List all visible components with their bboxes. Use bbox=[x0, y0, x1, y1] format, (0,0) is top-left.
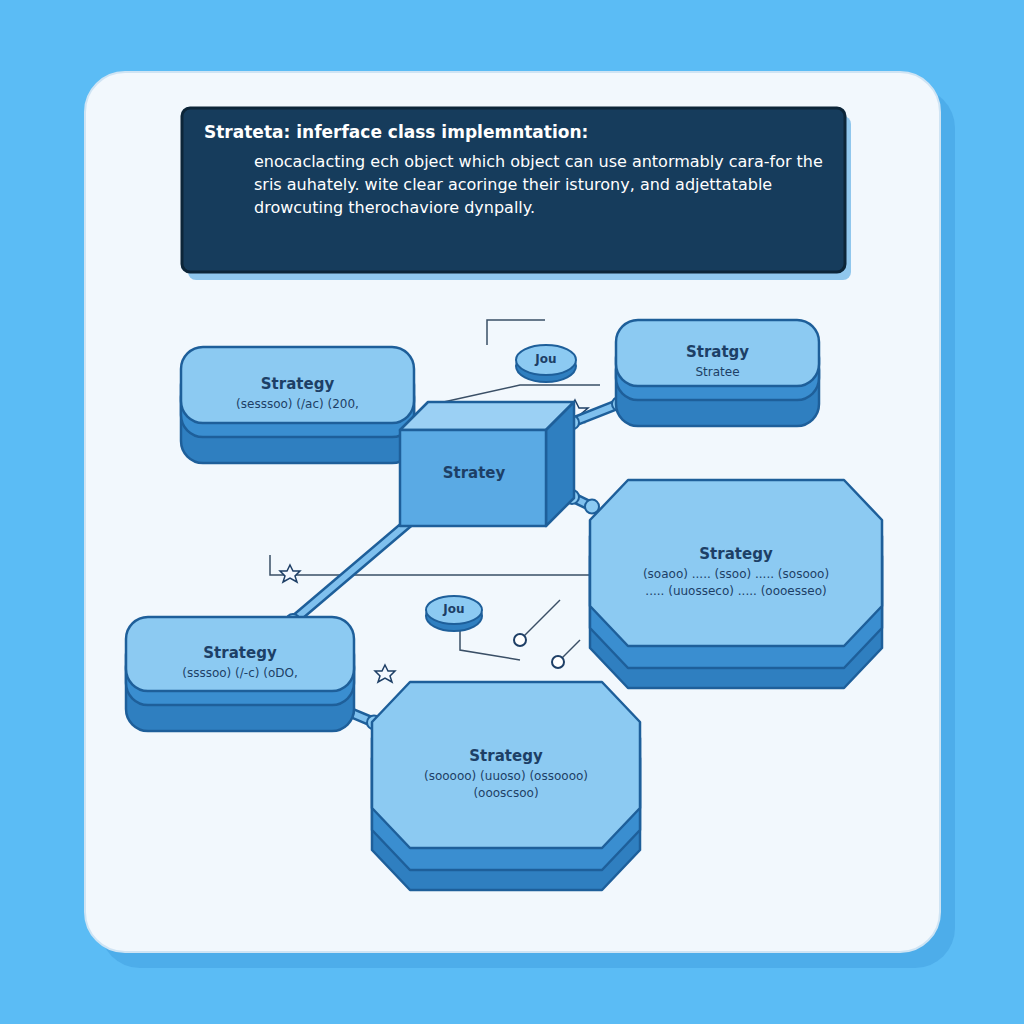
panel bbox=[85, 72, 940, 952]
box-face bbox=[616, 320, 819, 386]
node-heading: Strategy bbox=[469, 747, 542, 765]
node-heading: Jou bbox=[535, 352, 556, 366]
node-body: (sooooo) (uuoso) (ossoooo) (oooscsoo) bbox=[414, 768, 598, 800]
node-body: (sesssoo) (/ac) (200, bbox=[236, 396, 359, 412]
node-body: (ssssoo) (/-c) (oDO, bbox=[182, 665, 298, 681]
node-body: Stratee bbox=[695, 364, 739, 380]
header-face bbox=[182, 108, 845, 272]
hex-face bbox=[590, 480, 882, 646]
strategy-box: Strategy (ssssoo) (/-c) (oDO, bbox=[125, 615, 355, 733]
box-face bbox=[181, 347, 414, 423]
strategy-box: Strategy (sesssoo) (/ac) (200, bbox=[180, 345, 415, 465]
strategy-cube: Stratey bbox=[398, 400, 576, 528]
hex-face bbox=[372, 682, 640, 848]
strategy-box: StratgyStratee bbox=[615, 318, 820, 428]
node-body: (soaoo) ..... (ssoo) ..... (sosooo) ....… bbox=[632, 566, 840, 598]
strategy-hexagon: Strategy (sooooo) (uuoso) (ossoooo) (ooos… bbox=[370, 680, 642, 892]
cube-face bbox=[400, 430, 546, 526]
strategy-hexagon: Strategy (soaoo) ..... (ssoo) ..... (soso… bbox=[588, 478, 884, 690]
circle-face bbox=[426, 596, 482, 624]
node-heading: Strategy bbox=[203, 644, 276, 662]
node-heading: Stratgy bbox=[686, 343, 749, 361]
node-heading: Jou bbox=[443, 602, 464, 616]
node-heading: Strategy bbox=[261, 375, 334, 393]
node-body: enocaclacting ech object which object ca… bbox=[204, 150, 823, 220]
circle-face bbox=[516, 345, 576, 375]
small-disc: Jou bbox=[425, 594, 483, 630]
header-box: Strateta: inferface class implemntation:… bbox=[182, 108, 845, 272]
box-face bbox=[126, 617, 354, 691]
node-heading: Strateta: inferface class implemntation: bbox=[204, 122, 588, 142]
node-heading: Strategy bbox=[699, 545, 772, 563]
cube-top bbox=[400, 402, 574, 430]
cube-side bbox=[546, 402, 574, 526]
small-disc: Jou bbox=[515, 343, 577, 381]
node-heading: Stratey bbox=[443, 464, 506, 482]
